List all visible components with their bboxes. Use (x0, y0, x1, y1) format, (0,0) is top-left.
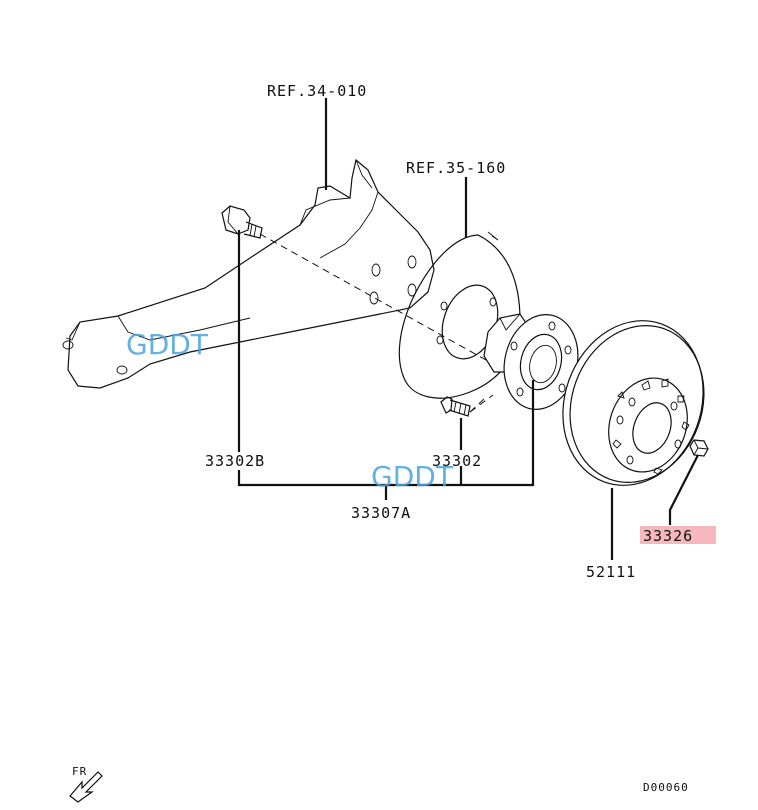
stud-label: 33302 (432, 452, 482, 470)
assembly-lines (259, 233, 496, 413)
ref-knuckle-label: REF.34-010 (267, 82, 367, 100)
leader-lines (237, 98, 699, 560)
brake-disc (562, 320, 705, 486)
hub-bearing (483, 313, 579, 410)
nut-33326 (689, 439, 709, 457)
watermark-text: GDDT (371, 460, 454, 493)
drawing-code: D00060 (643, 781, 689, 794)
front-direction-arrow-icon (69, 771, 103, 803)
knuckle-arm (62, 158, 435, 389)
bolt-b-label: 33302B (205, 452, 265, 470)
disc-label: 52111 (586, 563, 636, 581)
ref-backplate-label: REF.35-160 (406, 159, 506, 177)
direction-label: FR (72, 765, 87, 778)
stud-33302 (440, 396, 471, 417)
watermark-text: GDDT (126, 328, 209, 361)
hub-assembly-label: 33307A (351, 504, 411, 522)
bolt-33302b (221, 205, 263, 239)
backing-plate (398, 231, 521, 399)
part-highlight (640, 526, 716, 544)
nut-label: 33326 (643, 527, 693, 545)
